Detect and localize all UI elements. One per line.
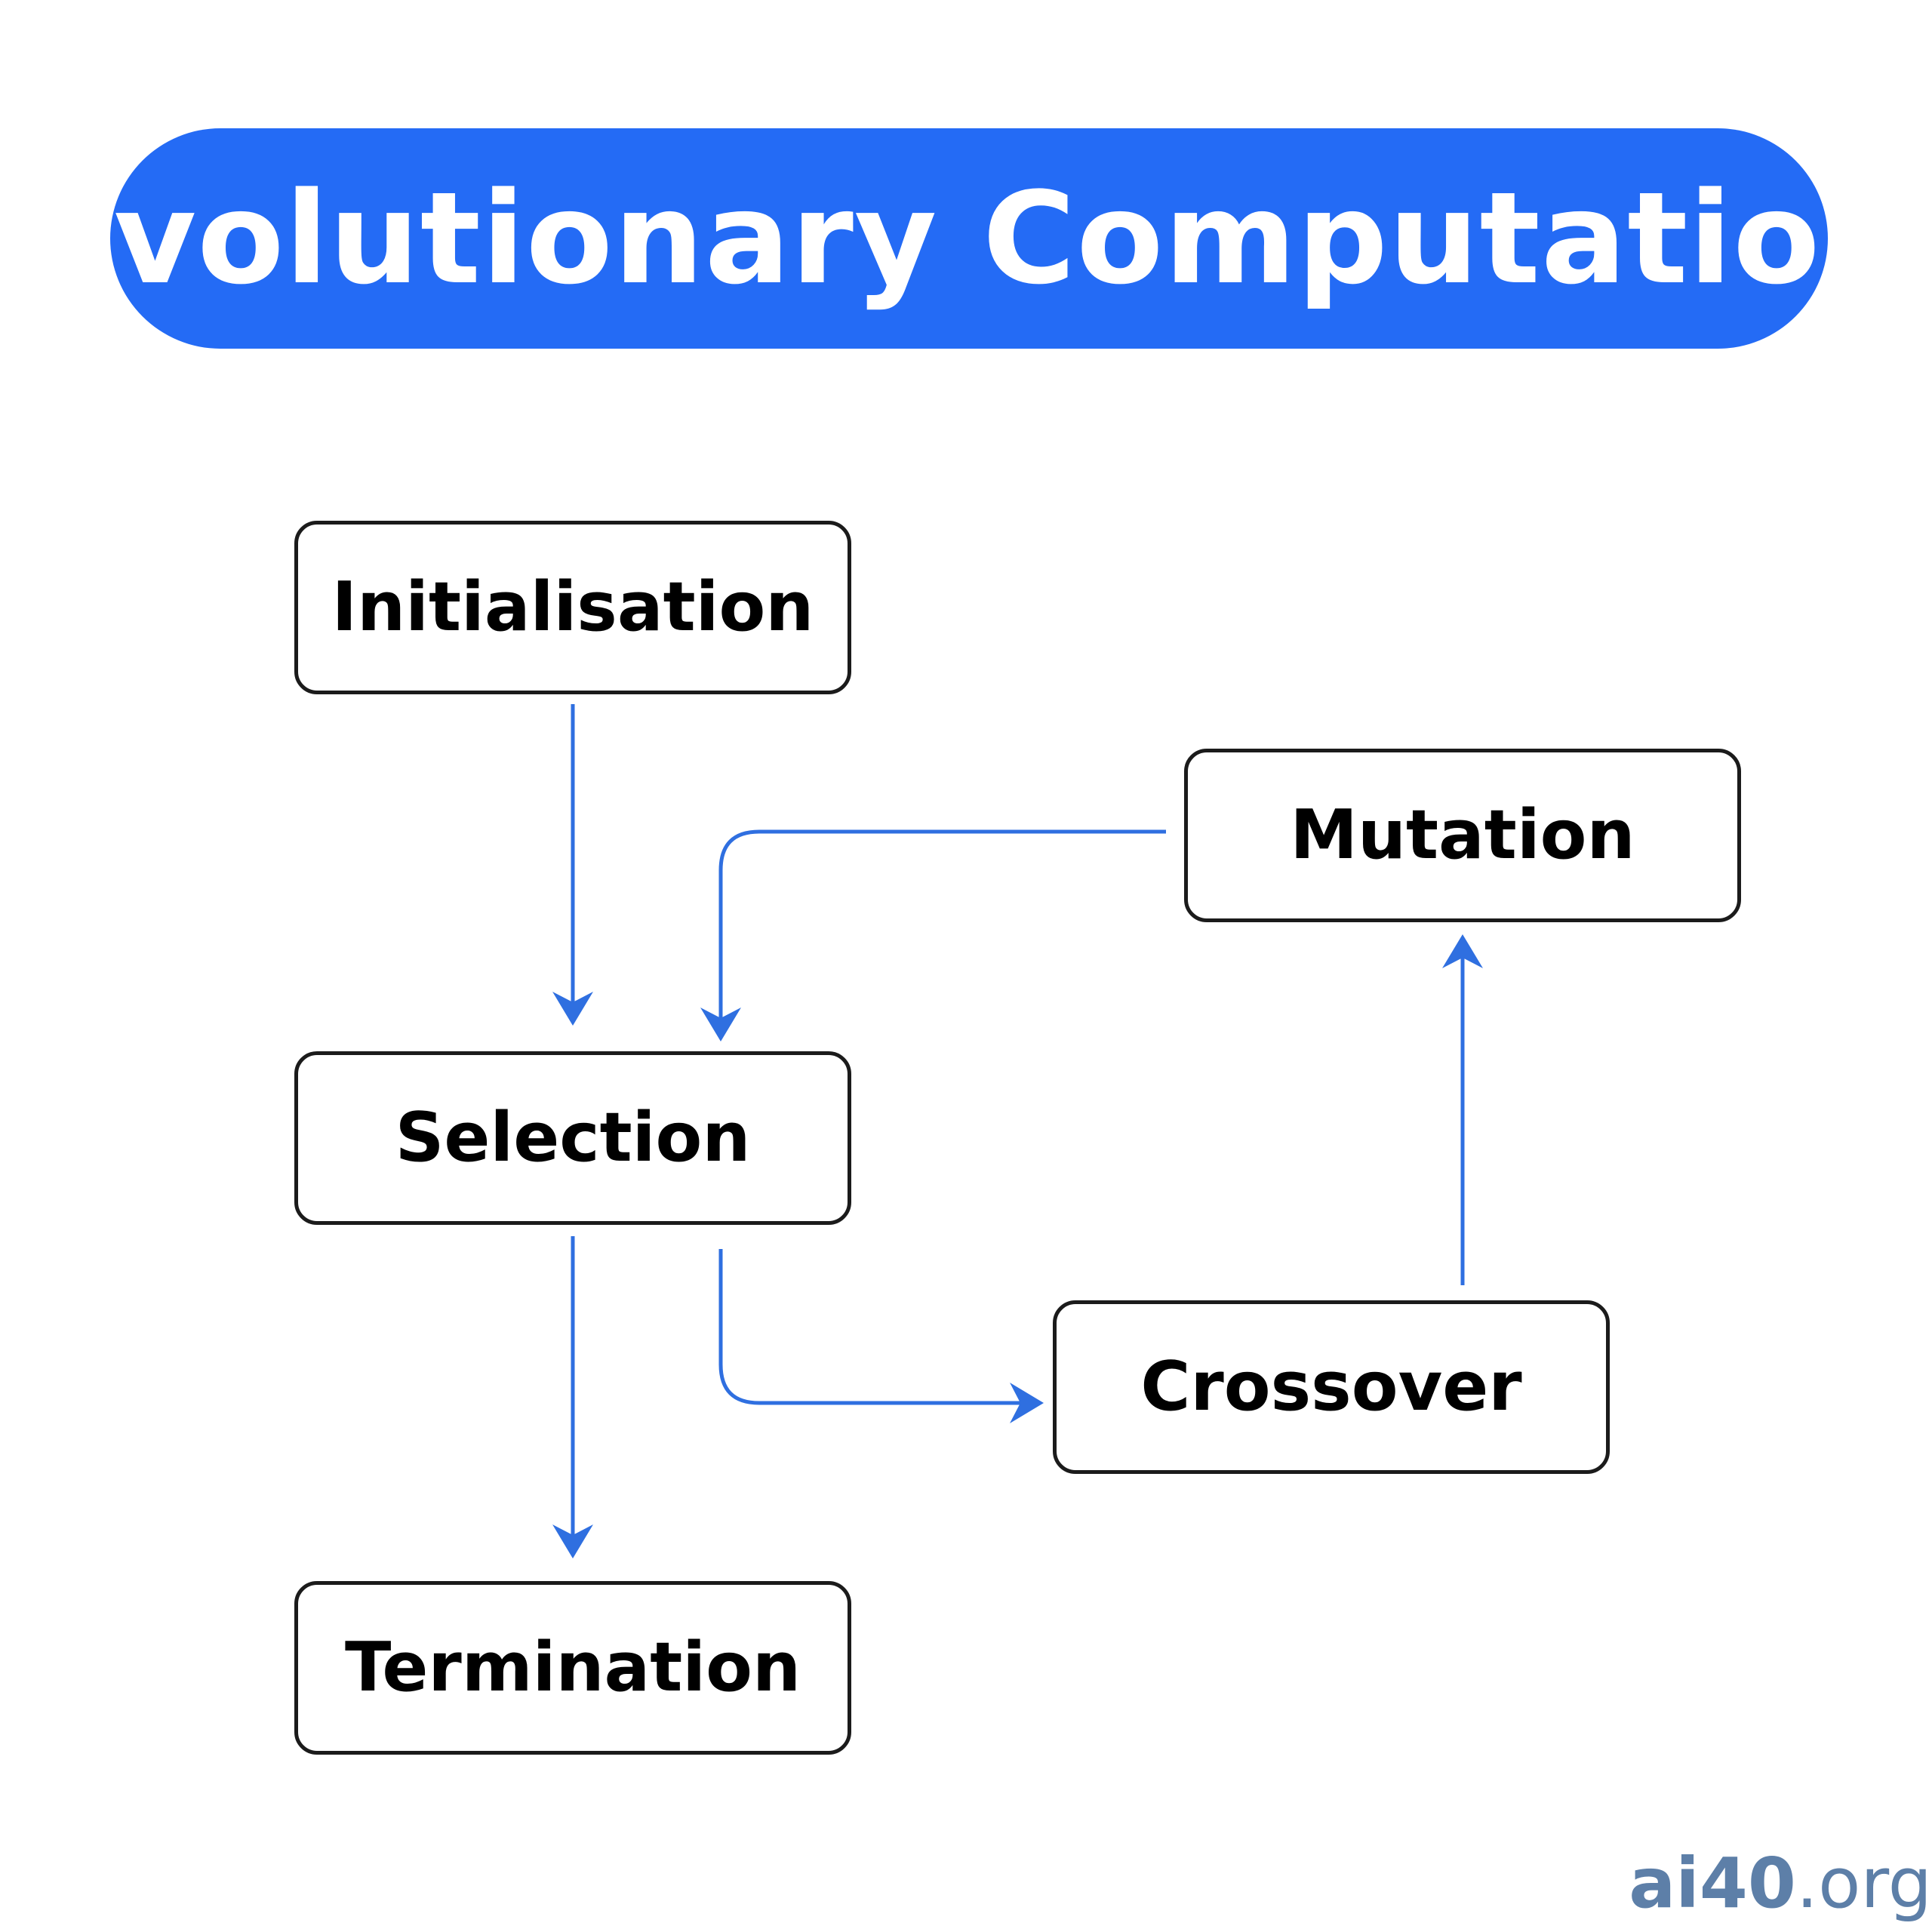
arrowhead-right-icon	[1010, 1383, 1044, 1423]
diagram-title: Evolutionary Computation	[26, 165, 1912, 312]
edge-initialisation-to-selection	[552, 704, 593, 1026]
node-label: Mutation	[1290, 795, 1635, 875]
watermark-brand: ai40	[1629, 1843, 1796, 1924]
arrowhead-down-icon	[552, 1524, 593, 1558]
edge-crossover-to-mutation	[1442, 934, 1483, 1285]
node-mutation: Mutation	[1184, 749, 1741, 922]
edge-selection-to-termination	[552, 1236, 593, 1558]
node-crossover: Crossover	[1053, 1300, 1610, 1474]
node-label: Termination	[344, 1628, 801, 1707]
watermark-tld: .org	[1795, 1843, 1932, 1924]
edge-selection-to-crossover	[718, 1249, 1044, 1423]
node-termination: Termination	[294, 1581, 851, 1755]
node-label: Crossover	[1140, 1347, 1522, 1426]
arrowhead-up-icon	[1442, 934, 1483, 968]
node-label: Selection	[395, 1098, 751, 1177]
title-banner: Evolutionary Computation	[26, 128, 1911, 349]
node-label: Initialisation	[331, 568, 814, 647]
edge-mutation-to-selection	[700, 829, 1166, 1041]
arrowhead-down-icon	[700, 1008, 741, 1041]
node-selection: Selection	[294, 1051, 851, 1225]
arrowhead-down-icon	[552, 992, 593, 1026]
watermark-logo: ai40.org	[1629, 1849, 1932, 1918]
node-initialisation: Initialisation	[294, 521, 851, 694]
